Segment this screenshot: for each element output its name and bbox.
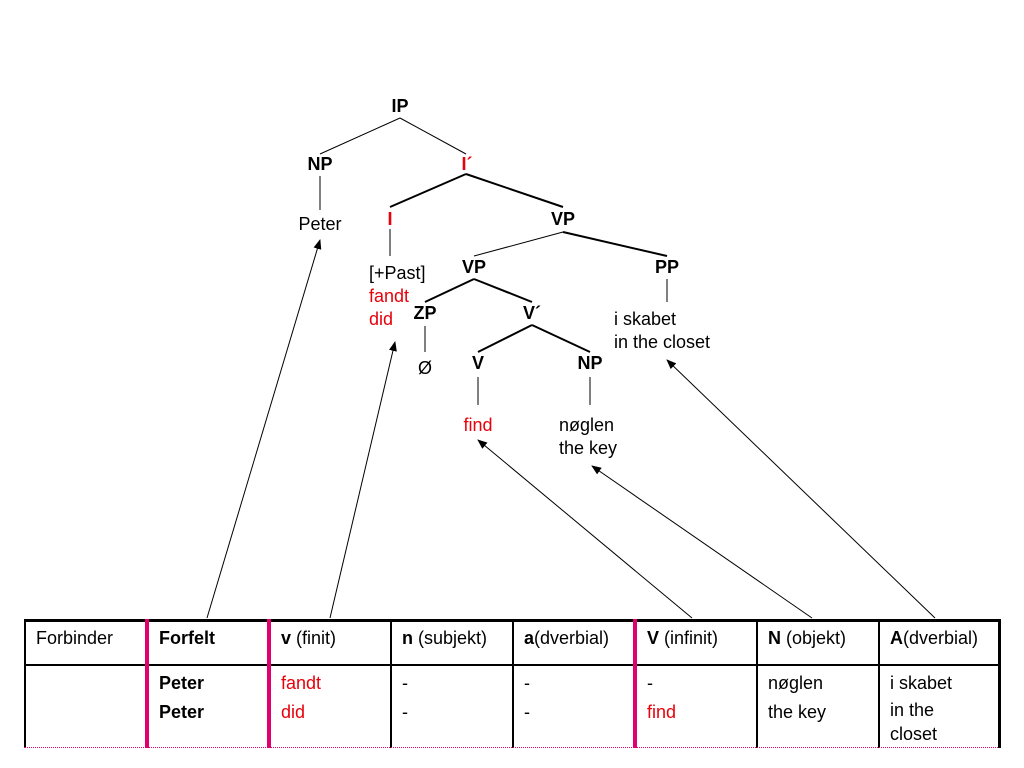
movement-arrows — [206, 239, 936, 619]
objekt-en: the key — [768, 702, 827, 722]
branch-vp-vp — [473, 231, 564, 257]
finit-da: fandt — [281, 673, 322, 693]
cell-forbinder — [24, 664, 148, 748]
table-bottom-dotted-line — [24, 747, 998, 748]
cell-forfelt: Peter Peter — [145, 664, 270, 748]
leaf-find: find — [463, 415, 493, 435]
finit-en: did — [281, 702, 306, 722]
pp-text-da: i skabet — [614, 309, 677, 329]
branch-ibar-vp — [465, 173, 564, 208]
cell-v-finit: fandt did — [267, 664, 392, 748]
branch-ibar-i — [389, 173, 467, 208]
node-vp-inner: VP — [461, 257, 487, 277]
arrow-adverbial-to-pp — [666, 359, 936, 619]
node-vp-top: VP — [550, 209, 576, 229]
past-feature: [+Past] — [369, 263, 426, 283]
tree-branches-thin — [319, 117, 668, 405]
arrow-forfelt-to-peter — [206, 239, 322, 619]
object-da: nøglen — [559, 415, 615, 435]
adverbial2-en: in the closet — [890, 700, 938, 744]
forfelt-da: Peter — [159, 673, 205, 693]
infinit-en: find — [647, 702, 677, 722]
node-ip: IP — [391, 96, 409, 116]
adverbial2-da: i skabet — [890, 673, 953, 693]
branch-vbar-np — [531, 324, 591, 353]
leaf-empty: Ø — [417, 358, 433, 378]
adverbial-da: - — [524, 673, 530, 693]
header-forbinder: Forbinder — [24, 619, 148, 666]
table-body-row: Peter Peter fandt did - - - - - find nøg… — [24, 664, 1001, 748]
cell-v-infinit: - find — [633, 664, 758, 748]
leaf-fandt: fandt — [369, 286, 410, 306]
i-contents: [+Past] fandt did — [369, 262, 426, 331]
branch-vp-vbar — [473, 278, 533, 303]
tree-branches-thick — [389, 173, 668, 353]
header-a-dverbial: a(dverbial) — [512, 619, 636, 666]
branch-ip-np — [319, 117, 401, 155]
pp-contents: i skabet in the closet — [614, 308, 710, 354]
arrow-infinite-to-find — [477, 439, 693, 619]
header-forfelt: Forfelt — [145, 619, 270, 666]
node-np-object: NP — [577, 353, 603, 373]
header-v-infinit: V (infinit) — [633, 619, 758, 666]
objekt-da: nøglen — [768, 673, 824, 693]
leaf-peter: Peter — [298, 214, 342, 234]
cell-n-subjekt: - - — [390, 664, 514, 748]
cell-n-objekt: nøglen the key — [756, 664, 880, 748]
subjekt-da: - — [402, 673, 408, 693]
forfelt-en: Peter — [159, 702, 205, 722]
table-header-row: Forbinder Forfelt v (finit) n (subjekt) … — [24, 619, 1001, 666]
cell-a-dverbial: - - — [512, 664, 636, 748]
pp-text-en: in the closet — [614, 332, 711, 352]
node-pp: PP — [654, 257, 680, 277]
header-n-subjekt: n (subjekt) — [390, 619, 514, 666]
arrow-finite-to-i — [329, 341, 397, 619]
adverbial-en: - — [524, 702, 530, 722]
node-v: V — [471, 353, 485, 373]
branch-vbar-v — [477, 324, 533, 353]
node-v-bar: V´ — [523, 303, 541, 323]
arrow-object-to-np — [591, 465, 813, 619]
node-zp: ZP — [413, 303, 437, 323]
node-np-subject: NP — [307, 154, 333, 174]
branch-vp-zp — [424, 278, 475, 303]
node-i: I — [387, 209, 393, 229]
branch-vp-pp — [562, 231, 668, 257]
leaf-did: did — [369, 309, 394, 329]
node-i-bar: I´ — [461, 154, 473, 174]
header-v-finit: v (finit) — [267, 619, 392, 666]
cell-a-dverbial-2: i skabet in the closet — [878, 664, 1001, 748]
branch-ip-ibar — [399, 117, 467, 155]
header-n-objekt: N (objekt) — [756, 619, 880, 666]
subjekt-en: - — [402, 702, 408, 722]
field-analysis-table: Forbinder Forfelt v (finit) n (subjekt) … — [24, 619, 1001, 748]
object-contents: nøglen the key — [559, 414, 617, 460]
infinit-da: - — [647, 673, 653, 693]
object-en: the key — [559, 438, 618, 458]
header-a-dverbial-2: A(dverbial) — [878, 619, 1001, 666]
